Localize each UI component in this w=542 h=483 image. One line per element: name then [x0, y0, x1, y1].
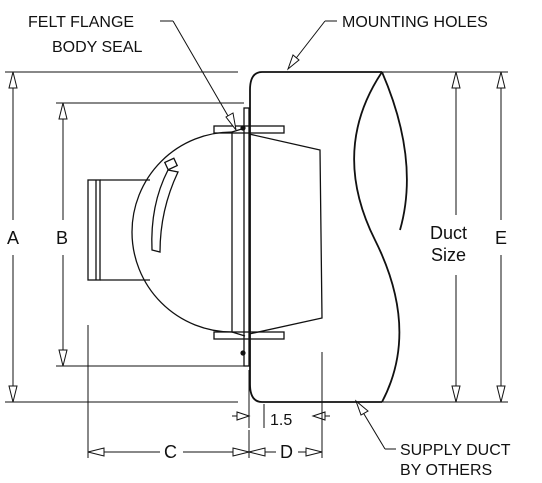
dim-c-label: C: [164, 442, 177, 462]
callout-supply-duct: SUPPLY DUCT BY OTHERS: [354, 399, 511, 479]
felt-flange-line1: FELT FLANGE: [28, 14, 134, 31]
motor-bracket: [151, 157, 179, 253]
mounting-flange: [243, 107, 250, 367]
supply-duct: [249, 71, 408, 403]
dim-15-label: 1.5: [270, 412, 292, 429]
inlet-collar: [87, 179, 150, 281]
supply-duct-line1: SUPPLY DUCT: [400, 442, 511, 459]
supply-duct-line2: BY OTHERS: [400, 462, 492, 479]
dimension-c: C: [87, 325, 250, 462]
mounting-holes-label: MOUNTING HOLES: [342, 14, 488, 31]
callout-felt-flange: FELT FLANGE BODY SEAL: [28, 14, 237, 131]
dim-a-label: A: [7, 228, 19, 248]
dimension-b: B: [56, 102, 244, 367]
duct-size-line2: Size: [431, 245, 466, 265]
felt-flange-line2: BODY SEAL: [52, 39, 143, 56]
dim-e-label: E: [495, 228, 507, 248]
dim-b-label: B: [56, 228, 68, 248]
callout-mounting-holes: MOUNTING HOLES: [286, 14, 488, 71]
dimension-e: E: [382, 71, 508, 403]
fan-housing-outlet: [248, 133, 323, 335]
dimension-1-5: 1.5: [232, 370, 330, 429]
mounting-hole-bottom: [240, 350, 246, 356]
dimension-duct-size: Duct Size: [430, 71, 467, 403]
dim-d-label: D: [280, 442, 293, 462]
duct-size-line1: Duct: [430, 223, 467, 243]
fan-body: [131, 127, 246, 337]
dimension-a: A: [5, 71, 238, 403]
dimension-d: D: [248, 352, 323, 462]
mounting-hole-top: [240, 125, 246, 131]
